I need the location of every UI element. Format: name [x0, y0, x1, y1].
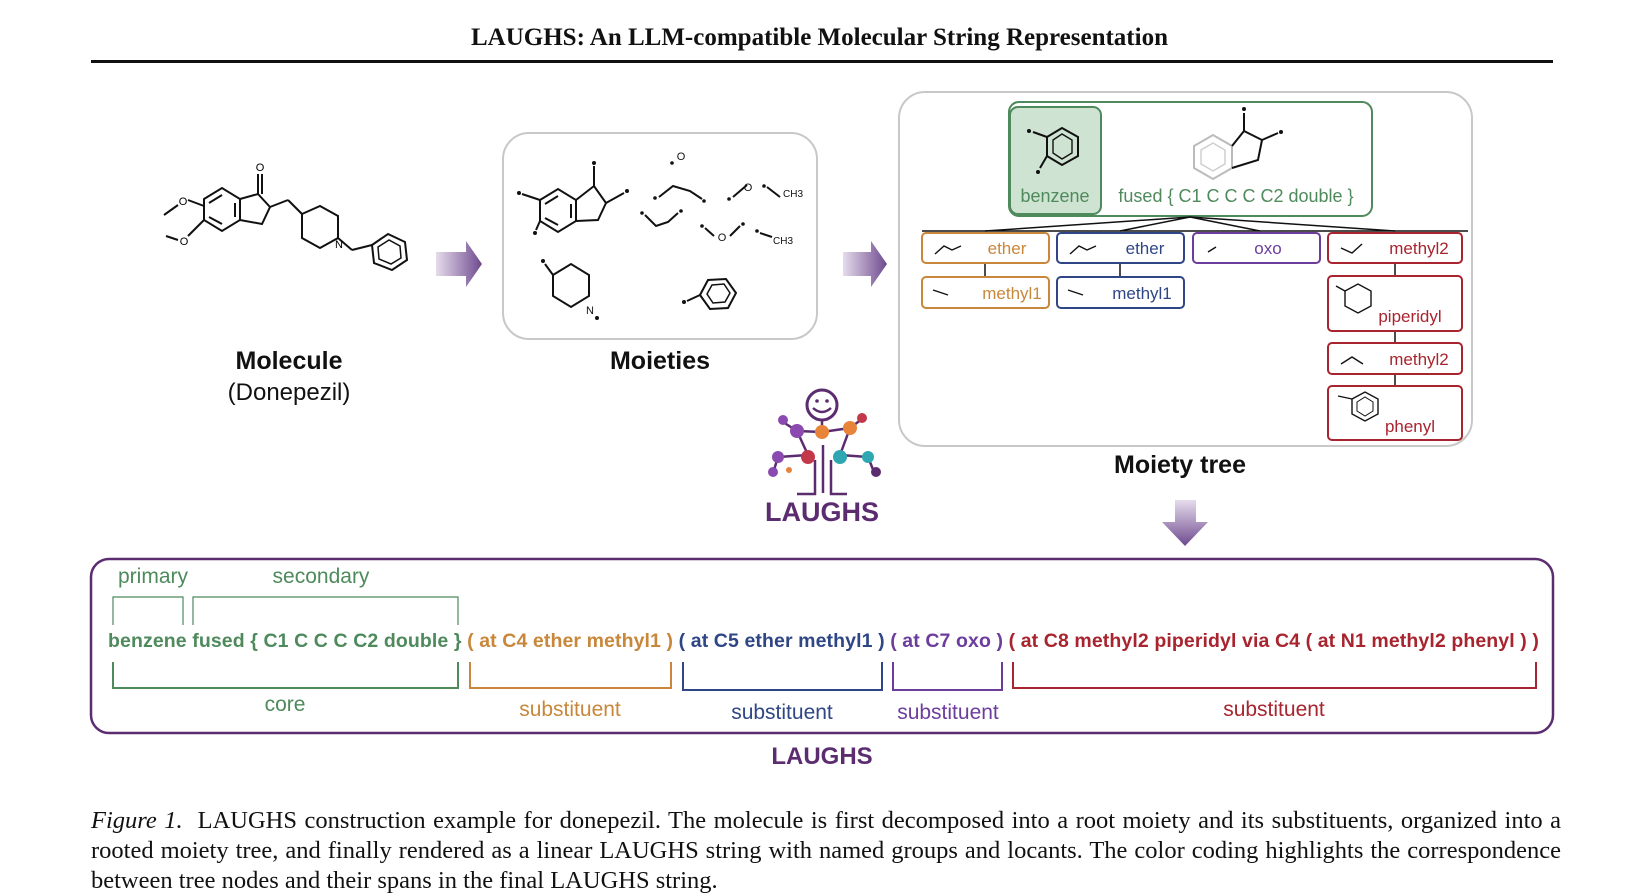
root-benzene-glyph	[1032, 126, 1079, 169]
laughs-logo-text: LAUGHS	[765, 497, 879, 527]
tree-node-piperidyl-label: piperidyl	[1378, 307, 1441, 326]
ether-atom-label-1: O	[179, 196, 188, 208]
core-brace-label: core	[264, 693, 306, 716]
nitrogen-label: N	[586, 305, 594, 317]
span-braces	[112, 662, 1537, 691]
tree-root-benzene-label: benzene	[1020, 186, 1089, 206]
laughs-panel-label: LAUGHS	[771, 743, 873, 770]
figure-canvas: O O O N O O O CH3	[89, 91, 1555, 735]
tree-node-piperidyl: piperidyl	[1327, 275, 1463, 332]
tree-node-phenyl-label: phenyl	[1385, 417, 1435, 436]
caption-text: LAUGHS construction example for donepezi…	[91, 807, 1561, 894]
tree-node-ether-b-label: ether	[1126, 239, 1165, 258]
laughs-segment-piperidyl: ( at C8 methyl2 piperidyl via C4 ( at N1…	[1003, 630, 1539, 652]
tree-node-ether-b: ether	[1056, 232, 1185, 264]
substituent-brace-label-1: substituent	[519, 698, 621, 721]
molecule-panel-subtitle: (Donepezil)	[227, 379, 351, 406]
moiety-tree-title: Moiety tree	[1114, 451, 1246, 479]
substituent-brace-label-3: substituent	[897, 701, 999, 724]
laughs-segment-core: benzene fused { C1 C C C C2 double }	[108, 630, 462, 652]
moieties-panel	[502, 132, 818, 340]
arrow-moieties-to-tree	[843, 241, 887, 287]
tree-edges	[922, 216, 1468, 386]
oxo-atom-label: O	[256, 162, 265, 174]
ether-atom-label-2: O	[180, 236, 189, 248]
tree-node-methyl2-a-label: methyl2	[1389, 239, 1449, 258]
tree-node-methyl1-a: methyl1	[921, 276, 1050, 309]
moiety-atom-labels: O O O CH3 CH3 N	[586, 151, 803, 317]
page-title: LAUGHS: An LLM-compatible Molecular Stri…	[471, 24, 1168, 51]
laughs-string: benzene fused { C1 C C C C2 double } ( a…	[108, 630, 1539, 653]
arrow-tree-to-string	[1162, 500, 1208, 546]
methyl-label-1: CH3	[783, 189, 803, 200]
substituent-brace-label-4: substituent	[1223, 698, 1325, 721]
laughs-segment-ether-c4: ( at C4 ether methyl1 )	[461, 630, 674, 652]
arrow-molecule-to-moieties	[436, 241, 482, 287]
tree-node-methyl2-a: methyl2	[1327, 232, 1463, 264]
tree-node-oxo: oxo	[1192, 232, 1321, 264]
ether-label-1: O	[744, 182, 753, 194]
laughs-logo: LAUGHS	[765, 388, 881, 527]
tree-node-ether-a: ether	[921, 232, 1050, 264]
tree-node-ether-a-label: ether	[988, 239, 1027, 258]
tree-node-methyl2-b: methyl2	[1327, 342, 1463, 375]
molecule-panel-title: Molecule	[235, 347, 343, 375]
tree-node-methyl2-b-label: methyl2	[1389, 350, 1449, 369]
tree-node-methyl1-b-label: methyl1	[1112, 284, 1172, 303]
tree-node-methyl1-a-label: methyl1	[982, 284, 1042, 303]
nitrogen-atom-label: N	[335, 239, 343, 251]
moieties-panel-title: Moieties	[609, 347, 711, 375]
laughs-segment-oxo: ( at C7 oxo )	[884, 630, 1004, 652]
tree-node-phenyl: phenyl	[1327, 385, 1463, 441]
tree-root-fused-label: fused { C1 C C C C2 double }	[1118, 186, 1353, 206]
substituent-brace-label-2: substituent	[731, 701, 833, 724]
tree-node-methyl1-b: methyl1	[1056, 276, 1185, 309]
primary-secondary-brackets	[112, 596, 459, 625]
oxo-label: O	[677, 151, 686, 163]
donepezil-structure	[163, 174, 409, 272]
laughs-string-panel	[89, 557, 1555, 735]
caption-label: Figure 1.	[91, 807, 183, 834]
tree-node-oxo-label: oxo	[1254, 239, 1281, 258]
secondary-label: secondary	[272, 565, 370, 588]
title-rule	[91, 60, 1553, 63]
primary-label: primary	[117, 565, 188, 588]
figure-caption: Figure 1. LAUGHS construction example fo…	[91, 806, 1561, 896]
methyl-label-2: CH3	[773, 236, 793, 247]
laughs-segment-ether-c5: ( at C5 ether methyl1 )	[673, 630, 885, 652]
moiety-fragments	[521, 166, 781, 311]
ether-label-2: O	[718, 232, 727, 244]
root-fused-glyph	[1193, 113, 1279, 181]
attachment-points	[517, 161, 766, 320]
